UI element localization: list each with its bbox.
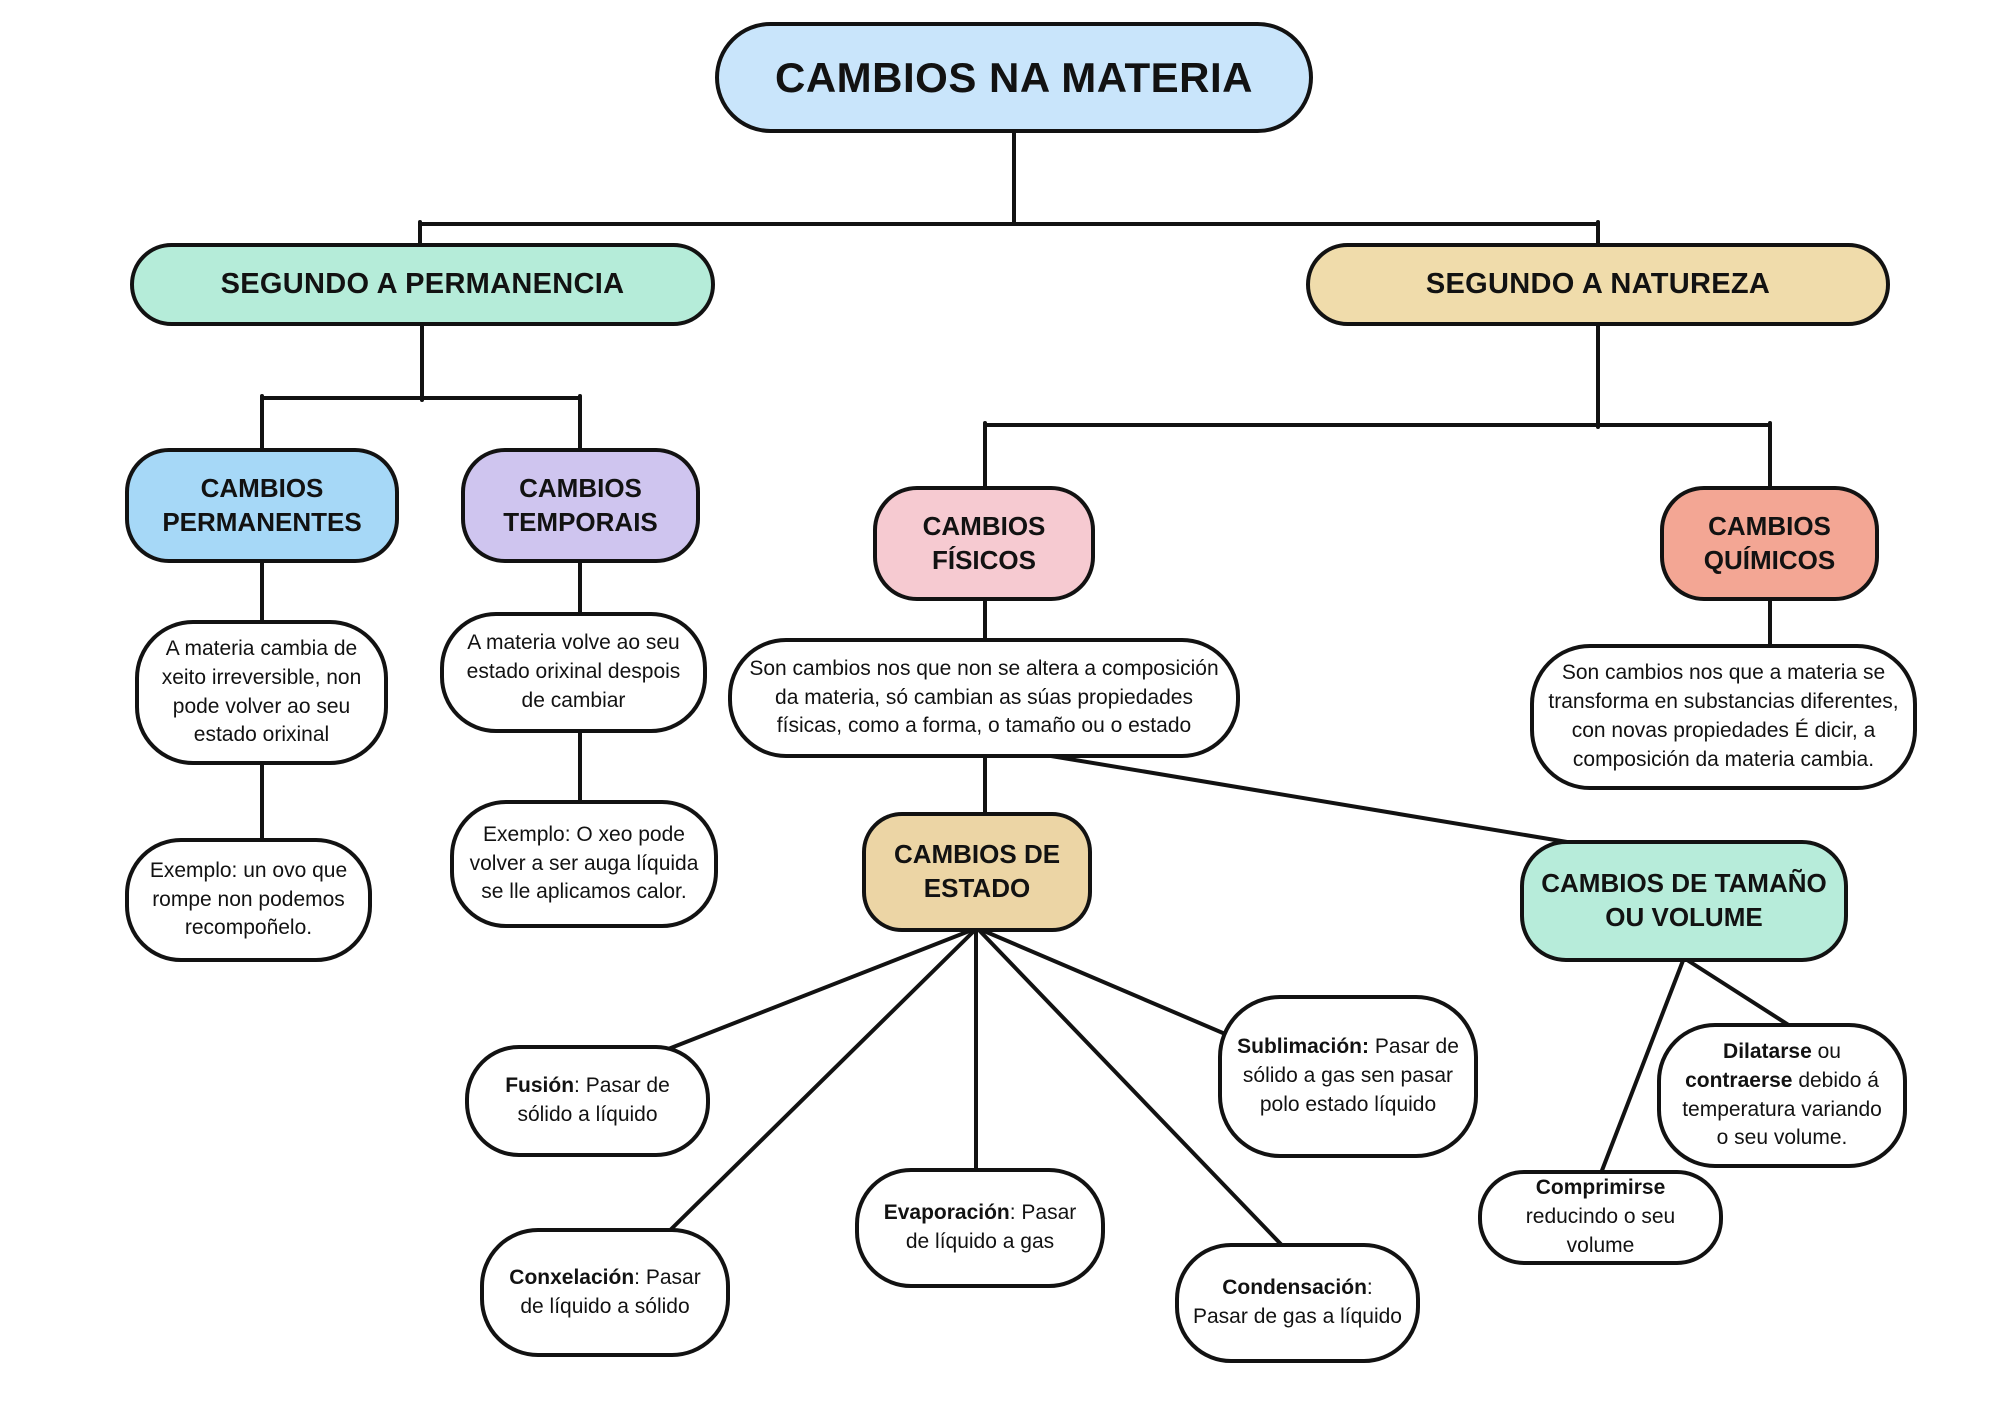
desc-quimicos-text: Son cambios nos que a materia se transfo… [1548,661,1899,771]
node-quimicos-label: CAMBIOS QUÍMICOS [1703,510,1836,575]
example-cambios-permanentes: Exemplo: un ovo que rompe non podemos re… [125,838,372,962]
desc-cambios-temporais: A materia volve ao seu estado orixinal d… [440,612,707,733]
example-temporais-text: Exemplo: O xeo pode volver a ser auga lí… [469,822,699,904]
node-permanentes-label: CAMBIOS PERMANENTES [162,472,362,537]
node-temporais-label: CAMBIOS TEMPORAIS [503,472,658,537]
natureza-elbow [983,318,1772,522]
leaf-comprimirse: Comprimirse reducindo o seu volume [1478,1170,1723,1265]
example-cambios-temporais: Exemplo: O xeo pode volver a ser auga lí… [450,800,718,928]
node-cambios-na-materia: CAMBIOS NA MATERIA [715,22,1313,133]
desc-cambios-quimicos: Son cambios nos que a materia se transfo… [1530,644,1917,790]
leaf-sublimacion-text: Sublimación: Pasar de sólido a gas sen p… [1237,1035,1459,1116]
leaf-conxelacion-text: Conxelación: Pasar de líquido a sólido [509,1265,701,1318]
estado-fan [633,926,1300,1264]
node-cambios-de-tamano-ou-volume: CAMBIOS DE TAMAÑO OU VOLUME [1520,840,1848,962]
node-cambios-permanentes: CAMBIOS PERMANENTES [125,448,399,563]
node-title-label: CAMBIOS NA MATERIA [775,53,1253,101]
branch-natureza-label: SEGUNDO A NATUREZA [1425,268,1771,300]
leaf-condensacion: Condensación: Pasar de gas a líquido [1175,1243,1420,1363]
desc-fisicos-text: Son cambios nos que non se altera a comp… [749,656,1219,738]
example-permanentes-text: Exemplo: un ovo que rompe non podemos re… [149,858,348,940]
branch-permanencia-label: SEGUNDO A PERMANENCIA [220,268,625,300]
leaf-dilatarse: Dilatarse ou contraerse debido á tempera… [1657,1023,1907,1168]
node-estado-label: CAMBIOS DE ESTADO [893,839,1061,903]
leaf-evaporacion: Evaporación: Pasar de líquido a gas [855,1168,1105,1288]
leaf-fusion-text: Fusión: Pasar de sólido a líquido [505,1074,670,1126]
leaf-evaporacion-text: Evaporación: Pasar de líquido a gas [883,1201,1077,1253]
leaf-sublimacion: Sublimación: Pasar de sólido a gas sen p… [1218,995,1478,1158]
leaf-conxelacion: Conxelación: Pasar de líquido a sólido [480,1228,730,1357]
node-cambios-de-estado: CAMBIOS DE ESTADO [862,812,1092,932]
node-segundo-a-natureza: SEGUNDO A NATUREZA [1306,243,1890,326]
desc-temporais-text: A materia volve ao seu estado orixinal d… [466,631,681,712]
leaf-dilatarse-text: Dilatarse ou contraerse debido á tempera… [1682,1039,1882,1150]
desc-cambios-fisicos: Son cambios nos que non se altera a comp… [728,638,1240,758]
node-cambios-quimicos: CAMBIOS QUÍMICOS [1660,486,1879,601]
leaf-comprimirse-text: Comprimirse reducindo o seu volume [1525,1176,1676,1257]
leaf-fusion: Fusión: Pasar de sólido a líquido [465,1045,710,1157]
node-cambios-fisicos: CAMBIOS FÍSICOS [873,486,1095,601]
node-segundo-a-permanencia: SEGUNDO A PERMANENCIA [130,243,715,326]
leaf-condensacion-text: Condensación: Pasar de gas a líquido [1193,1276,1402,1328]
node-fisicos-label: CAMBIOS FÍSICOS [922,510,1046,575]
desc-permanentes-text: A materia cambia de xeito irreversible, … [161,636,362,747]
node-tamano-label: CAMBIOS DE TAMAÑO OU VOLUME [1541,868,1827,932]
node-cambios-temporais: CAMBIOS TEMPORAIS [461,448,700,563]
desc-cambios-permanentes: A materia cambia de xeito irreversible, … [135,620,388,765]
